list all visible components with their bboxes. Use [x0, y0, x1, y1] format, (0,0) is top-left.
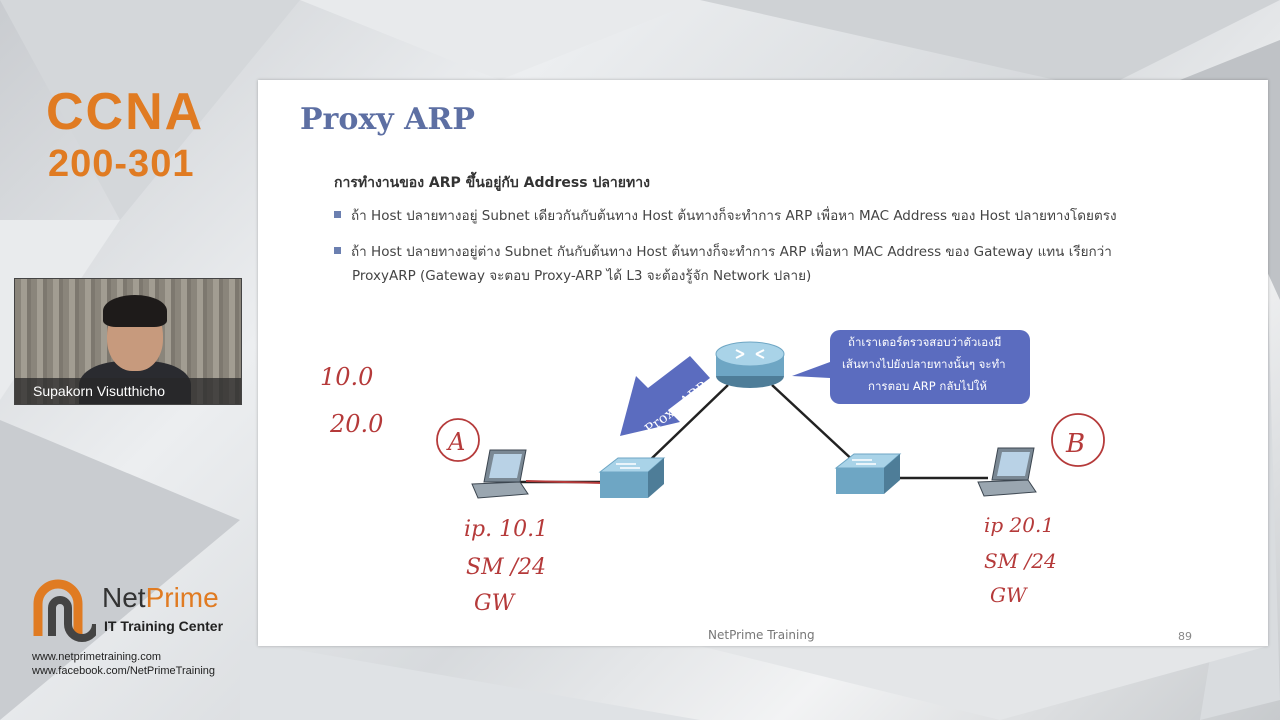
- handwritten-notes: 10.0 20.0 A B ip. 10.1 SM /24 GW ip 20.1…: [320, 363, 1105, 616]
- laptop-a-icon: [471, 449, 529, 499]
- netprime-logo-icon: [33, 579, 96, 642]
- website-link[interactable]: www.netprimetraining.com: [32, 651, 161, 663]
- note-network-2: 20.0: [329, 410, 383, 438]
- logo-tagline: IT Training Center: [104, 618, 224, 634]
- slide-footer: NetPrime Training: [708, 628, 815, 642]
- router-callout: ถ้าเราเตอร์ตรวจสอบว่าตัวเองมี เส้นทางไปย…: [792, 330, 1030, 404]
- callout-line-3: การตอบ ARP กลับไปให้: [868, 379, 987, 393]
- link-router-switch-right: [771, 384, 859, 466]
- slide-title: Proxy ARP: [300, 102, 475, 137]
- host-a-label: A: [446, 428, 465, 456]
- logo-name-prefix: Net: [102, 582, 146, 613]
- presenter-name: Supakorn Visutthicho: [15, 378, 241, 404]
- bullet-item-1: ถ้า Host ปลายทางอยู่ Subnet เดียวกันกับต…: [334, 204, 1214, 228]
- network-diagram: Proxy ARP ถ้าเราเตอร์ตรวจสอบว่าตัวเองมี …: [320, 330, 1105, 616]
- slide-page-number: 89: [1178, 630, 1192, 643]
- link-switch-router-left: [647, 384, 729, 463]
- host-b-label: B: [1065, 429, 1085, 459]
- course-title: CCNA 200-301: [46, 84, 204, 188]
- host-b-mask: SM /24: [984, 549, 1057, 573]
- laptop-b-icon: [977, 447, 1037, 497]
- host-a-ip: ip. 10.1: [464, 517, 548, 542]
- host-b-gw: GW: [990, 583, 1028, 607]
- router-icon: [715, 341, 785, 388]
- bullet-square-icon: [334, 210, 341, 218]
- slide-subheading: การทำงานของ ARP ขึ้นอยู่กับ Address ปลาย…: [334, 175, 650, 191]
- logo-name-accent: Prime: [145, 582, 219, 613]
- bullet-item-2: ถ้า Host ปลายทางอยู่ต่าง Subnet กันกับต้…: [334, 240, 1214, 288]
- callout-line-2: เส้นทางไปยังปลายทางนั้นๆ จะทำ: [842, 356, 1006, 371]
- link-laptop-a-switch-ink: [525, 480, 604, 484]
- switch-right-icon: [834, 453, 902, 494]
- presenter-hair: [103, 295, 167, 327]
- bullet-1-text: ถ้า Host ปลายทางอยู่ Subnet เดียวกันกับต…: [351, 208, 1117, 224]
- bullet-2-text: ถ้า Host ปลายทางอยู่ต่าง Subnet กันกับต้…: [351, 244, 1112, 260]
- proxy-arp-arrow: Proxy ARP: [620, 356, 711, 438]
- bullet-2-continuation: ProxyARP (Gateway จะตอบ Proxy-ARP ได้ L3…: [352, 268, 812, 284]
- host-a-gw: GW: [474, 591, 517, 616]
- host-b-circle: [1051, 413, 1105, 467]
- bullet-square-icon: [334, 246, 341, 254]
- host-a-circle: [436, 418, 480, 462]
- netprime-logo: NetPrime IT Training Center: [32, 578, 252, 644]
- course-line1: CCNA: [46, 83, 205, 141]
- course-line2: 200-301: [48, 143, 195, 185]
- note-network-1: 10.0: [320, 363, 373, 391]
- host-a-mask: SM /24: [466, 555, 546, 580]
- callout-line-1: ถ้าเราเตอร์ตรวจสอบว่าตัวเองมี: [848, 335, 1001, 349]
- facebook-link[interactable]: www.facebook.com/NetPrimeTraining: [32, 665, 215, 677]
- logo-name: NetPrime: [102, 582, 219, 614]
- contact-links: www.netprimetraining.com www.facebook.co…: [32, 650, 215, 678]
- switch-left-icon: [598, 457, 666, 498]
- presenter-video: Supakorn Visutthicho: [14, 278, 242, 405]
- host-b-ip: ip 20.1: [984, 513, 1054, 537]
